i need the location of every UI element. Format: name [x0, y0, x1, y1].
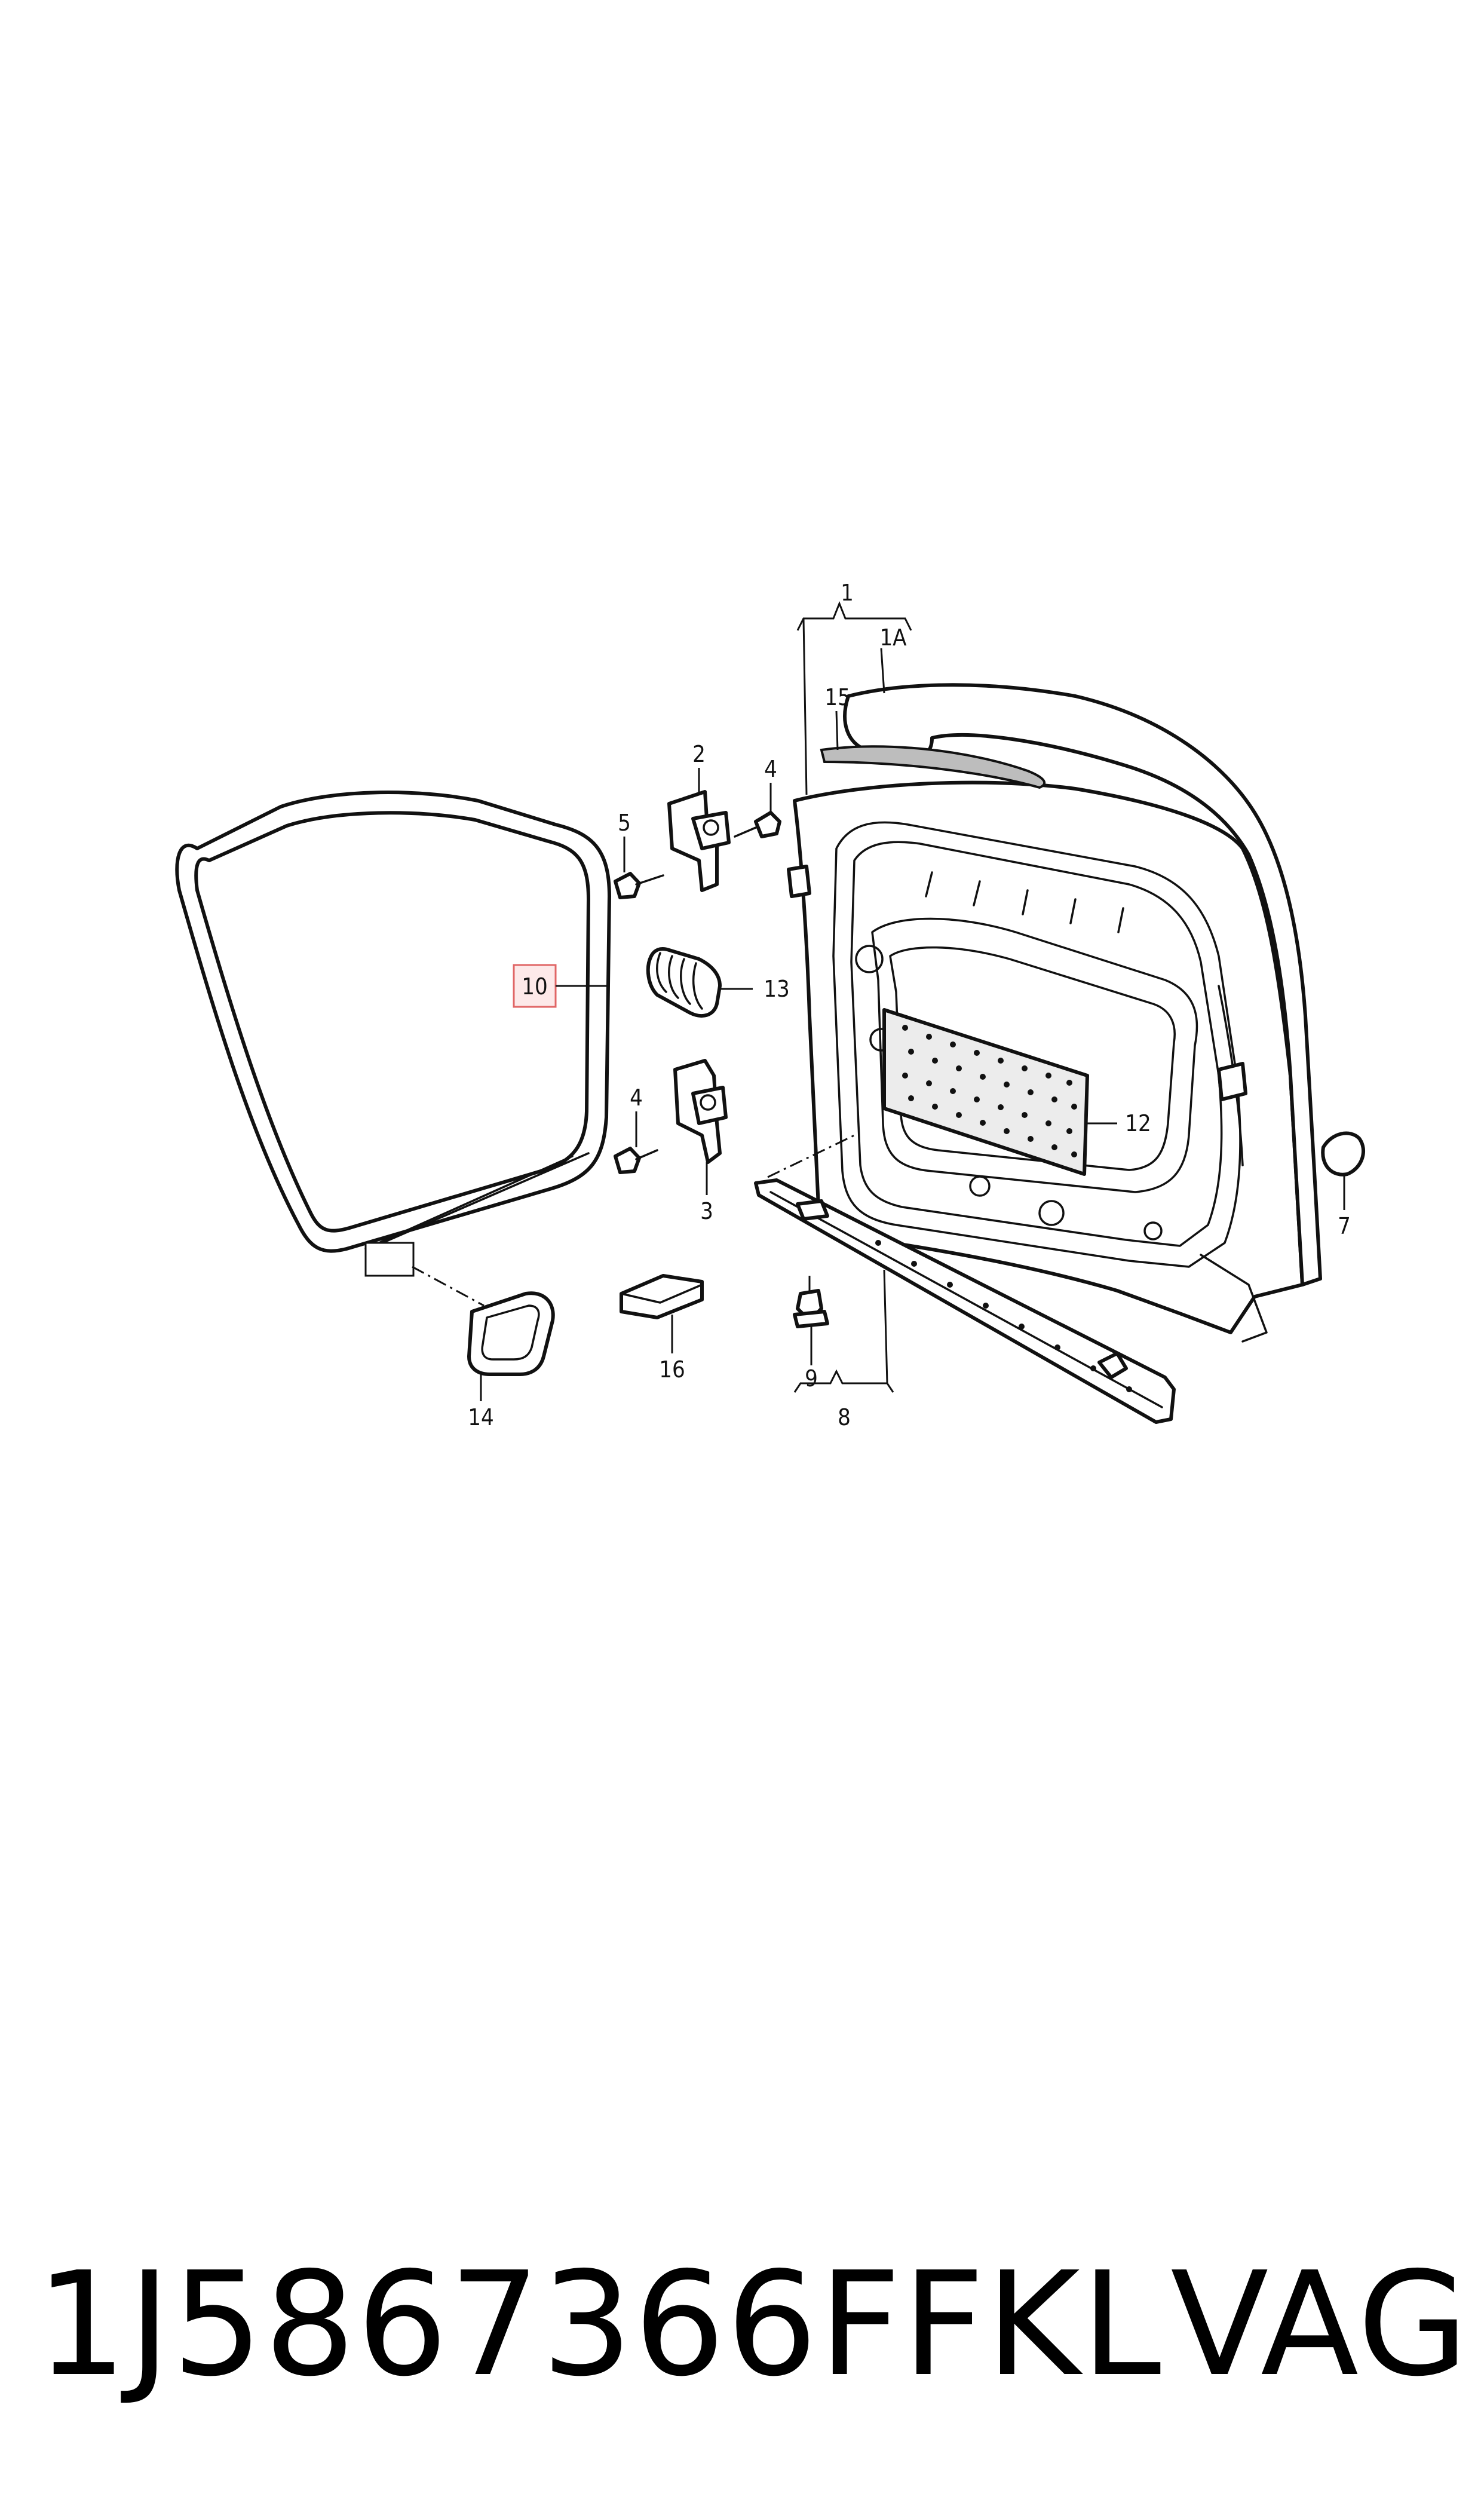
- callout-1[interactable]: 1: [841, 580, 854, 606]
- bolt-part-4-lower[interactable]: [614, 1111, 658, 1174]
- grommet-part-14[interactable]: [412, 1266, 555, 1401]
- door-seal-part-10[interactable]: [175, 791, 611, 1277]
- callout-8[interactable]: 8: [838, 1404, 851, 1430]
- callout-7[interactable]: 7: [1338, 1213, 1351, 1239]
- callout-5[interactable]: 5: [618, 810, 631, 836]
- callout-10-highlight-box: [513, 964, 557, 1008]
- callout-1a[interactable]: 1A: [879, 624, 907, 651]
- callout-10-highlighted[interactable]: 10: [513, 964, 606, 1008]
- callout-4-lower[interactable]: 4: [630, 1085, 643, 1111]
- bolt-part-4-upper[interactable]: [734, 783, 781, 838]
- callout-15[interactable]: 15: [824, 684, 851, 710]
- caption-bar: 1J5867366FFKL VAG: [36, 2247, 1470, 2402]
- lower-hinge-part-3[interactable]: [673, 1059, 728, 1195]
- bellows-part-13[interactable]: [646, 947, 753, 1018]
- callout-2[interactable]: 2: [692, 741, 706, 767]
- outer-panel-part-1a[interactable]: [843, 648, 1322, 1286]
- pad-part-16[interactable]: [620, 1274, 704, 1353]
- callout-9[interactable]: 9: [805, 1365, 818, 1392]
- callout-14[interactable]: 14: [468, 1404, 494, 1430]
- sill-strip-part-8[interactable]: [754, 1134, 1176, 1424]
- callout-12[interactable]: 12: [1125, 1110, 1151, 1137]
- cap-part-7[interactable]: [1321, 1131, 1366, 1210]
- callout-3[interactable]: 3: [700, 1198, 713, 1224]
- upper-hinge-part-2[interactable]: [667, 768, 731, 892]
- part-number-text: 1J5867366FFKL: [36, 2241, 1163, 2408]
- callout-13[interactable]: 13: [764, 976, 790, 1002]
- clip-part-9[interactable]: [793, 1276, 829, 1365]
- bolt-part-5[interactable]: [614, 837, 664, 899]
- damping-mat-part-12[interactable]: [882, 1008, 1117, 1176]
- window-strip-part-15[interactable]: [820, 710, 1046, 789]
- callout-4-upper[interactable]: 4: [764, 756, 777, 782]
- callout-10: 10: [522, 973, 548, 1000]
- brand-text: VAG: [1170, 2241, 1470, 2408]
- callout-16[interactable]: 16: [659, 1356, 685, 1383]
